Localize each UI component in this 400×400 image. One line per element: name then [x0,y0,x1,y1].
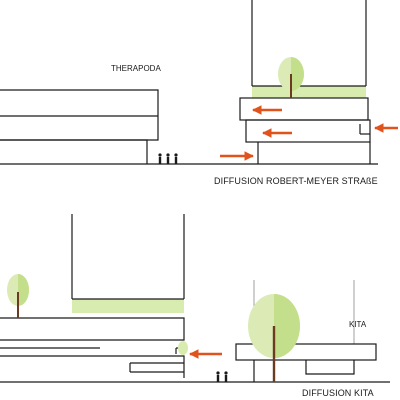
long-building [0,317,185,378]
robert-meyer-building [239,0,378,165]
tree-icon [7,274,29,318]
caption-bottom: DIFFUSION KITA [302,388,374,398]
tree-icon [178,341,188,355]
therapoda-building [0,89,159,164]
top-section: THERAPODA DIFFUSION ROBERT-MEYER STRAßE [0,0,398,186]
people-group-bottom [216,371,228,382]
person-icon [224,371,228,382]
people-group-top [158,153,178,164]
green-roof-band [252,86,366,98]
person-icon [166,153,170,164]
person-icon [174,153,178,164]
person-icon [216,371,220,382]
bottom-section: KITA DIFFUSION KITA [0,214,390,398]
kita-building [235,280,377,382]
airflow-arrows-top [220,105,398,161]
tall-building [71,214,185,300]
tree-icon [248,294,300,382]
kita-label: KITA [349,320,367,329]
person-icon [158,153,162,164]
green-roof-band [72,299,184,313]
caption-top: DIFFUSION ROBERT-MEYER STRAßE [214,176,378,186]
tree-icon [278,57,304,98]
therapoda-label: THERAPODA [111,64,161,73]
